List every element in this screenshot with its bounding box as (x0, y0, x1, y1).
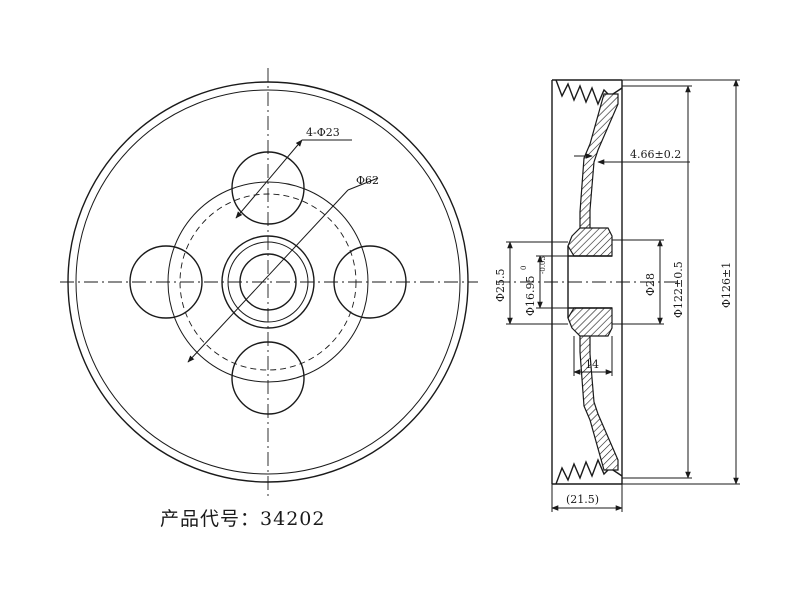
dim-holes-leader (235, 139, 303, 219)
section-view: Φ25.5 Φ16.95 0 -0.03 Φ28 Φ122±0.5 Φ126±1… (494, 79, 740, 512)
hole-right (333, 245, 407, 319)
outer-rim-inner (75, 89, 461, 475)
dim-holes-label: 4-Φ23 (306, 126, 340, 139)
dim-overall-label: (21.5) (566, 493, 599, 506)
dim-pitch-leader (187, 189, 349, 363)
dim-bore-inner-tol-upper: 0 (520, 266, 528, 270)
hub-chamfer (227, 241, 309, 323)
dim-hub-label: Φ28 (644, 273, 657, 296)
hub-section-upper (567, 227, 613, 257)
product-code-label: 产品代号： (160, 508, 261, 530)
top-grooves (555, 79, 623, 106)
outer-rim (67, 81, 469, 483)
upper-web-section (579, 93, 619, 233)
front-view: 4-Φ23 Φ62 (60, 68, 478, 496)
dim-wall-label: 4.66±0.2 (630, 148, 681, 161)
hole-bottom (231, 341, 305, 415)
hub-outer (221, 235, 315, 329)
lower-web-section (579, 331, 619, 471)
hub-section-lower (567, 307, 613, 337)
product-code-value: 34202 (260, 508, 326, 530)
bore (239, 253, 297, 311)
dim-hubw-label: 14 (585, 358, 599, 371)
dim-bore-inner-tol-lower: -0.03 (539, 256, 547, 274)
product-code: 产品代号：34202 (160, 504, 325, 531)
dim-bore-outer-label: Φ25.5 (494, 268, 507, 302)
hole-left (129, 245, 203, 319)
dim-pitch-label: Φ62 (356, 174, 379, 187)
dim-pitch-leader-ext (347, 177, 379, 191)
bottom-grooves (555, 458, 623, 485)
dim-groove-label: Φ122±0.5 (672, 261, 685, 318)
dim-outer-label: Φ126±1 (720, 262, 733, 308)
dim-bore-inner-label: Φ16.95 (524, 275, 537, 316)
